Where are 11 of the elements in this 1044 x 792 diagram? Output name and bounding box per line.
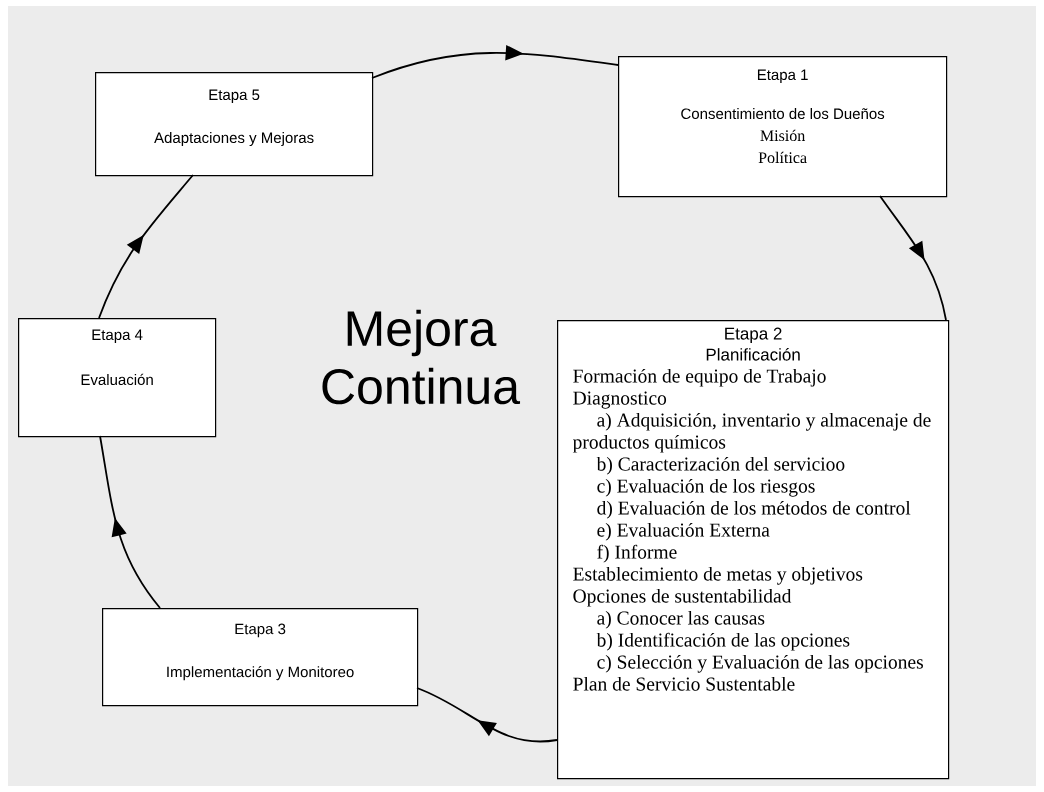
stage-box: Etapa 5 Adaptaciones y Mejoras: [95, 72, 374, 177]
stage-box: Etapa 2 Planificación Formación de equipo de Trabajo Diagnostico a) Adquisición, inventario y almacenaje de productos químicos b) Caracterización del servicioo c) Evaluación de los riesgos d) Evaluación de los métodos de control e) Evaluación Externa f) Informe Establecimiento de metas y objetivos Opciones de sustentabilidad a) Conocer las causas b) Identificación de las opciones c) Selección y Evaluación de las opciones Plan de Servicio Sustentable: [557, 320, 950, 780]
arrow: [879, 195, 947, 321]
arrow: [99, 435, 161, 609]
stage-box: Etapa 4 Evaluación: [18, 318, 217, 438]
arrow: [416, 687, 558, 743]
stage-box: Etapa 3 Implementación y Monitoreo: [102, 608, 419, 707]
stage-box: Etapa 1 Consentimiento de los Dueños Misión Política: [618, 56, 948, 198]
arrow: [371, 44, 619, 79]
arrow: [98, 174, 194, 319]
center-label: Mejora Continua: [322, 309, 521, 405]
